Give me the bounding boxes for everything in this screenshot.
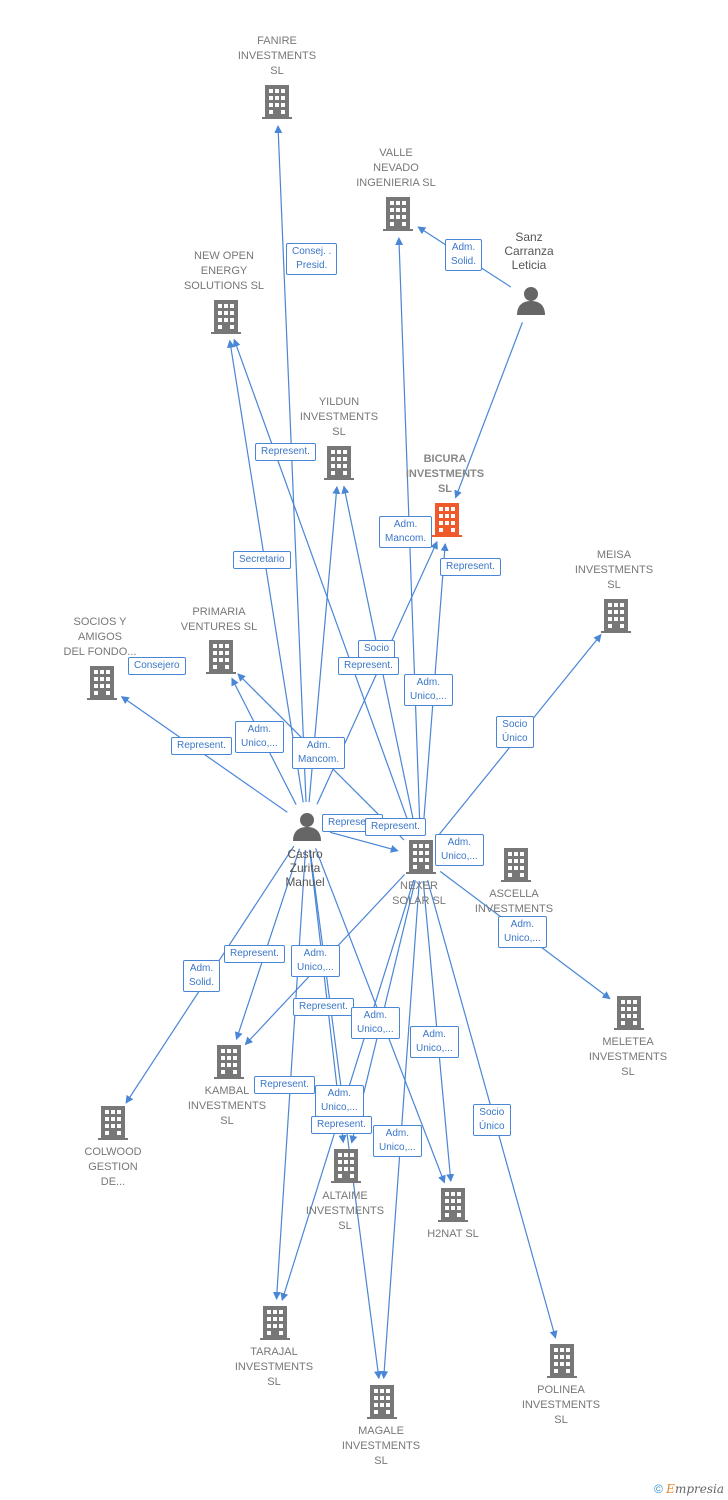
edge-label-represent-4[interactable]: Represent. xyxy=(171,737,232,755)
node-label-primaria[interactable]: PRIMARIA VENTURES SL xyxy=(180,606,258,633)
edge-label-adm-unico-3[interactable]: Adm. Unico,... xyxy=(435,834,484,866)
edge-label-consejero[interactable]: Consejero xyxy=(128,657,186,675)
edge-label-adm-unico-6[interactable]: Adm. Unico,... xyxy=(351,1007,400,1039)
edge-label-adm-unico-2[interactable]: Adm. Unico,... xyxy=(235,721,284,753)
brand-logo[interactable]: Empresia xyxy=(666,1482,724,1496)
building-icon-magale[interactable] xyxy=(367,1385,397,1419)
node-label-bicura[interactable]: BICURA INVESTMENTS SL xyxy=(405,453,485,495)
node-label-meisa[interactable]: MEISA INVESTMENTS SL xyxy=(574,549,654,591)
building-icon-polinea[interactable] xyxy=(547,1344,577,1378)
building-icon-ascella[interactable] xyxy=(501,848,531,882)
edge-label-represent-7[interactable]: Represent. xyxy=(224,945,285,963)
node-label-sanz[interactable]: Sanz Carranza Leticia xyxy=(504,230,554,272)
edge-label-consej-presid[interactable]: Consej. . Presid. xyxy=(286,243,338,275)
node-label-polinea[interactable]: POLINEA INVESTMENTS SL xyxy=(521,1384,601,1426)
node-label-h2nat[interactable]: H2NAT SL xyxy=(427,1228,479,1240)
edge-label-socio[interactable]: Socio xyxy=(358,640,396,658)
building-icon-fanire[interactable] xyxy=(262,85,292,119)
edge-label-represent-2[interactable]: Represent. xyxy=(440,558,501,576)
node-label-meletea[interactable]: MELETEA INVESTMENTS SL xyxy=(588,1036,668,1078)
edge-label-adm-mancom-1[interactable]: Adm. Mancom. xyxy=(379,516,433,548)
building-icon-meletea[interactable] xyxy=(614,996,644,1030)
edge-label-represent-1[interactable]: Represent. xyxy=(255,443,316,461)
building-icon-valle[interactable] xyxy=(383,197,413,231)
node-label-yildun[interactable]: YILDUN INVESTMENTS SL xyxy=(299,396,379,438)
edge-label-represent-3[interactable]: Represent. xyxy=(338,657,399,675)
node-label-magale[interactable]: MAGALE INVESTMENTS SL xyxy=(341,1425,421,1467)
node-label-ascella[interactable]: ASCELLA INVESTMENTS xyxy=(474,888,554,915)
edge-label-adm-unico-8[interactable]: Adm. Unico,... xyxy=(315,1085,364,1117)
edge-nexer-to-newopen xyxy=(232,338,414,835)
edge-label-represent-6[interactable]: Represent. xyxy=(365,818,426,836)
node-label-socios[interactable]: SOCIOS Y AMIGOS DEL FONDO... xyxy=(63,616,137,658)
edge-label-adm-solid-2[interactable]: Adm. Solid. xyxy=(183,960,221,992)
edge-castro-to-kambal xyxy=(234,848,301,1041)
person-icon-castro[interactable] xyxy=(293,813,321,841)
edge-label-adm-unico-7[interactable]: Adm. Unico,... xyxy=(410,1026,459,1058)
edge-castro-to-tarajal xyxy=(272,849,307,1300)
node-label-fanire[interactable]: FANIRE INVESTMENTS SL xyxy=(237,35,317,77)
copyright-icon: © xyxy=(653,1482,663,1496)
building-icon-primaria[interactable] xyxy=(206,640,236,674)
node-label-nexer[interactable]: NEXER SOLAR SL xyxy=(392,880,446,907)
footer: © Empresia xyxy=(654,1482,724,1496)
building-icon-meisa[interactable] xyxy=(601,599,631,633)
building-icon-tarajal[interactable] xyxy=(260,1306,290,1340)
edge-label-adm-unico-5[interactable]: Adm. Unico,... xyxy=(291,945,340,977)
edge-label-represent-10[interactable]: Represent. xyxy=(311,1116,372,1134)
edge-label-adm-unico-4[interactable]: Adm. Unico,... xyxy=(498,916,547,948)
edge-sanz-to-bicura xyxy=(454,322,523,499)
edge-label-socio-unico-2[interactable]: Socio Único xyxy=(473,1104,511,1136)
building-icon-nexer[interactable] xyxy=(406,840,436,874)
edge-label-socio-unico-1[interactable]: Socio Único xyxy=(496,716,534,748)
building-icon-bicura[interactable] xyxy=(432,503,462,537)
building-icon-newopen[interactable] xyxy=(211,300,241,334)
building-icon-h2nat[interactable] xyxy=(438,1188,468,1222)
edge-label-represent-8[interactable]: Represent. xyxy=(293,998,354,1016)
edge-label-adm-unico-1[interactable]: Adm. Unico,... xyxy=(404,674,453,706)
edge-castro-to-nexer xyxy=(330,831,399,853)
edge-castro-to-fanire xyxy=(274,125,307,803)
edge-label-adm-unico-9[interactable]: Adm. Unico,... xyxy=(373,1125,422,1157)
node-label-valle[interactable]: VALLE NEVADO INGENIERIA SL xyxy=(356,147,436,189)
person-icon-sanz[interactable] xyxy=(517,287,545,315)
edge-label-adm-mancom-2[interactable]: Adm. Mancom. xyxy=(292,737,346,769)
node-label-kambal[interactable]: KAMBAL INVESTMENTS SL xyxy=(187,1085,267,1127)
edge-castro-to-newopen xyxy=(226,339,304,803)
node-label-newopen[interactable]: NEW OPEN ENERGY SOLUTIONS SL xyxy=(183,250,265,292)
edge-label-represent-9[interactable]: Represent. xyxy=(254,1076,315,1094)
edge-label-secretario[interactable]: Secretario xyxy=(233,551,291,569)
edge-label-adm-solid-top[interactable]: Adm. Solid. xyxy=(445,239,483,271)
building-icon-colwood[interactable] xyxy=(98,1106,128,1140)
building-icon-altaime[interactable] xyxy=(331,1149,361,1183)
node-label-castro[interactable]: Castro Zurita Manuel xyxy=(285,847,325,889)
building-icon-kambal[interactable] xyxy=(214,1045,244,1079)
building-icon-socios[interactable] xyxy=(87,666,117,700)
node-label-tarajal[interactable]: TARAJAL INVESTMENTS SL xyxy=(234,1346,314,1388)
node-label-altaime[interactable]: ALTAIME INVESTMENTS SL xyxy=(305,1190,385,1232)
building-icon-yildun[interactable] xyxy=(324,446,354,480)
node-label-colwood[interactable]: COLWOOD GESTION DE... xyxy=(84,1146,142,1188)
